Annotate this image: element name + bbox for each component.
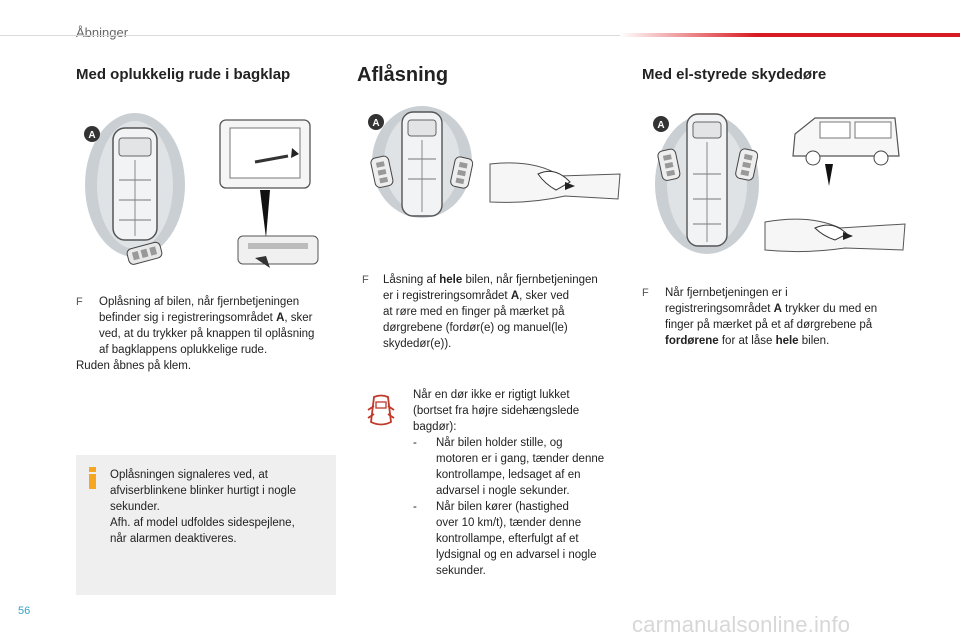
bullet-middle-1: F [362,274,369,286]
warn-line: (bortset fra højre sidehængslede [413,405,580,417]
warn-dash-item-1: - Når bilen holder stille, og motoren er… [413,435,628,499]
text-run: befinder sig i registreringsområdet [99,312,277,324]
text-run: , sker [284,312,313,324]
zone-marker-a: A [88,130,95,141]
warn-line: lydsignal og en advarsel i nogle [436,549,597,561]
mid-line4: dørgrebene (fordør(e) og manuel(le) [383,322,568,334]
watermark: carmanualsonline.info [632,612,851,637]
warn-line: bagdør): [413,421,457,433]
figure-rear-window-unlock: A [84,113,319,268]
left-paragraph: Ruden åbnes på klem. [76,360,192,372]
section-title-locking: Aflåsning [357,64,449,86]
warn-line: sekunder. [436,565,486,577]
header-rule [0,33,960,37]
zone-a-ref: A [773,303,782,315]
right-line2: registreringsområdet A trykker du med en [665,301,905,317]
figure-locking: A [368,106,621,218]
middle-item-1: Låsning af hele bilen, når fjernbetjenin… [383,272,623,352]
text-run: bilen, når fjernbetjeningen [462,274,598,286]
text-run: trykker du med en [781,303,878,315]
mid-line5: skydedør(e)). [383,338,452,350]
mid-line1: Låsning af hele bilen, når fjernbetjenin… [383,272,623,288]
right-line4: fordørene for at låse hele bilen. [665,333,905,349]
zone-marker-a: A [372,118,379,129]
zone-a-ref: A [276,312,285,324]
chapter-title: Åbninger [76,25,129,40]
mid-line2: er i registreringsområdet A, sker ved [383,288,623,304]
page-number: 56 [18,605,31,617]
warn-line: Når en dør ikke er rigtigt lukket [413,389,570,401]
zone-marker-a: A [657,120,664,131]
text-run: , sker ved [519,290,569,302]
note-line: Afh. af model udfoldes sidespejlene, [110,517,295,529]
right-line3: finger på mærket på et af dørgrebene på [665,319,873,331]
figure-electric-sliding-doors: A [653,113,906,254]
bullet-left-1: F [76,296,83,308]
bullet-right-1: F [642,287,649,299]
emphasis-hele: hele [439,274,463,286]
warning-text: Når en dør ikke er rigtigt lukket (borts… [413,387,628,579]
warn-line: Når bilen holder stille, og [436,437,563,449]
right-item-1: Når fjernbetjeningen er i registreringso… [665,285,905,349]
note-line: når alarmen deaktiveres. [110,533,237,545]
text-run: bilen. [798,335,830,347]
text-run: for at låse [718,335,776,347]
warn-dash-item-2: - Når bilen kører (hastighed over 10 km/… [413,499,628,579]
note-line: sekunder. [110,501,160,513]
dash: - [413,501,417,513]
warn-line: over 10 km/t), tænder denne [436,517,582,529]
right-line1: Når fjernbetjeningen er i [665,287,788,299]
text-run: Låsning af [383,274,440,286]
mid-line3: at røre med en finger på mærket på [383,306,565,318]
warn-line: kontrollampe, ledsaget af en [436,469,581,481]
note-line: afviserblinkene blinker hurtigt i nogle [110,485,297,497]
warn-line: Når bilen kører (hastighed [436,501,569,513]
left-item-1-line3: ved, at du trykker på knappen til oplåsn… [99,328,315,340]
section-title-sliding-doors: Med el-styrede skydedøre [642,66,827,83]
section-title-rear-window: Med oplukkelig rude i bagklap [76,66,291,83]
emphasis-hele: hele [775,335,799,347]
info-note-text: Oplåsningen signaleres ved, at afviserbl… [110,467,330,547]
left-item-1-line4: af bagklappens oplukkelige rude. [99,344,268,356]
warn-line: advarsel i nogle sekunder. [436,485,570,497]
text-run: er i registreringsområdet [383,290,511,302]
warn-line: kontrollampe, efterfulgt af et [436,533,579,545]
emphasis-fordorene: fordørene [665,335,719,347]
warn-line: motoren er i gang, tænder denne [436,453,605,465]
info-note-box [76,455,336,595]
left-item-1-line1: Oplåsning af bilen, når fjernbetjeningen [99,296,300,308]
note-line: Oplåsningen signaleres ved, at [110,469,268,481]
zone-a-ref: A [510,290,520,302]
info-icon [89,467,96,489]
left-item-1: Oplåsning af bilen, når fjernbetjeningen… [99,294,339,358]
left-item-1-line2: befinder sig i registreringsområdet A, s… [99,310,339,326]
door-open-warning-icon [367,394,395,426]
dash: - [413,437,417,449]
text-run: registreringsområdet [665,303,774,315]
